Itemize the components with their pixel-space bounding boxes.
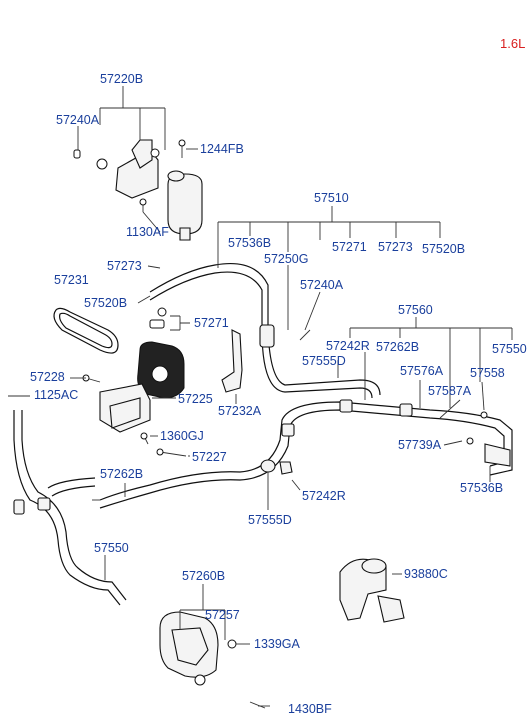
- label-1430BF: 1430BF: [288, 702, 332, 716]
- label-57520B-top: 57520B: [422, 242, 465, 256]
- part-labels: 57220B 57240A 1244FB 1130AF 57510 57536B…: [30, 72, 527, 716]
- label-1125AC: 1125AC: [34, 388, 78, 402]
- label-57257: 57257: [205, 608, 240, 622]
- label-57231: 57231: [54, 273, 89, 287]
- label-57536B-right: 57536B: [460, 481, 503, 495]
- belt-hose-57231: [53, 307, 119, 354]
- label-57232A: 57232A: [218, 404, 262, 418]
- label-57262B-top: 57262B: [376, 340, 419, 354]
- label-57250G: 57250G: [264, 252, 308, 266]
- label-57225: 57225: [178, 392, 213, 406]
- label-57560: 57560: [398, 303, 433, 317]
- label-57550-right: 57550: [492, 342, 527, 356]
- label-57550-left: 57550: [94, 541, 129, 555]
- label-57240A-top: 57240A: [56, 113, 100, 127]
- label-57242R-top: 57242R: [326, 339, 370, 353]
- label-57262B-left: 57262B: [100, 467, 143, 481]
- label-57240A-mid: 57240A: [300, 278, 344, 292]
- label-1360GJ: 1360GJ: [160, 429, 204, 443]
- bracket-57232A: [221, 329, 243, 393]
- label-57260B: 57260B: [182, 569, 225, 583]
- label-57271-left: 57271: [194, 316, 229, 330]
- label-57273-left: 57273: [107, 259, 142, 273]
- label-57555D-mid: 57555D: [248, 513, 292, 527]
- label-57227: 57227: [192, 450, 227, 464]
- clamps: [92, 329, 488, 501]
- label-57739A: 57739A: [398, 438, 442, 452]
- label-57576A: 57576A: [400, 364, 444, 378]
- valve-57260B: [159, 611, 266, 709]
- label-57587A: 57587A: [428, 384, 472, 398]
- label-93880C: 93880C: [404, 567, 448, 581]
- label-57555D-top: 57555D: [302, 354, 346, 368]
- label-57228: 57228: [30, 370, 65, 384]
- label-57220B: 57220B: [100, 72, 143, 86]
- pump-assembly: [82, 307, 187, 457]
- label-1339GA: 1339GA: [254, 637, 301, 651]
- engine-label: 1.6L: [500, 36, 525, 51]
- label-57558: 57558: [470, 366, 505, 380]
- leader-lines: [8, 86, 513, 707]
- label-57242R-mid: 57242R: [302, 489, 346, 503]
- label-57536B-top: 57536B: [228, 236, 271, 250]
- label-57520B-left: 57520B: [84, 296, 127, 310]
- label-1244FB: 1244FB: [200, 142, 244, 156]
- label-57510: 57510: [314, 191, 349, 205]
- bracket-93880C: [339, 558, 405, 623]
- label-57271-top: 57271: [332, 240, 367, 254]
- reservoir-assembly: [73, 139, 203, 241]
- label-1130AF: 1130AF: [126, 225, 169, 239]
- hose-network: [13, 262, 513, 606]
- label-57273-top: 57273: [378, 240, 413, 254]
